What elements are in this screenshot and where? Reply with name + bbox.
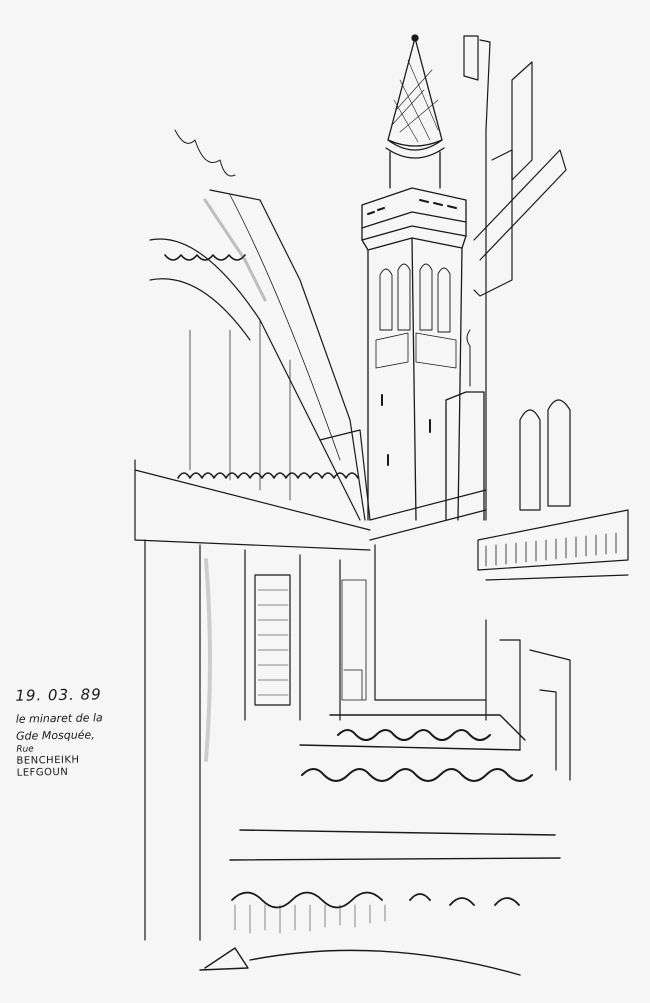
roof-tiles <box>199 714 561 976</box>
annotation-date: 19. 03. 89 <box>15 685 102 705</box>
minaret <box>361 34 485 521</box>
annotation-line-1: le minaret de la <box>15 711 103 726</box>
sketch-annotation: 19. 03. 89 le minaret de la Gde Mosquée,… <box>15 685 104 780</box>
annotation-line-2: Gde Mosquée, <box>15 728 95 743</box>
right-buildings <box>463 35 629 781</box>
left-buildings <box>134 129 487 941</box>
annotation-line-5: LEFGOUN <box>16 766 69 779</box>
